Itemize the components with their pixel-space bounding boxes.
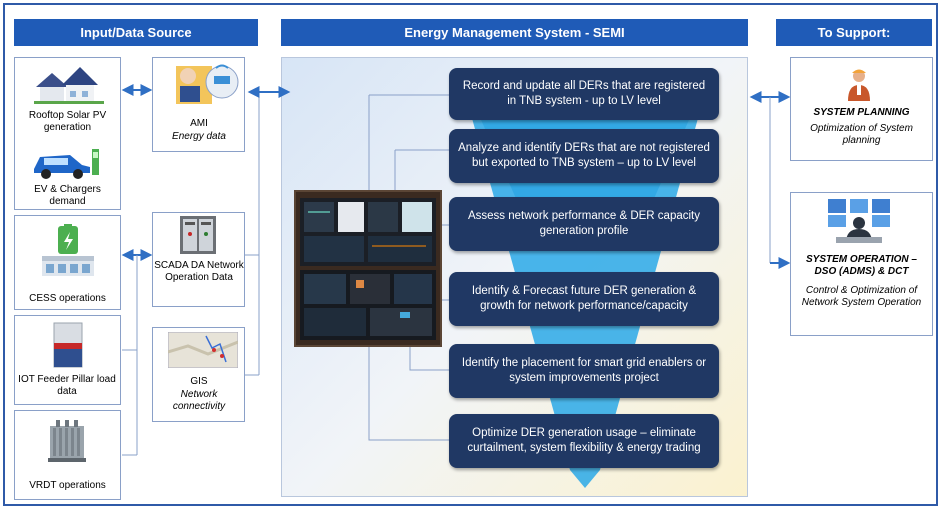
planning-title: SYSTEM PLANNING (813, 107, 910, 118)
ami-title: AMI (190, 118, 208, 129)
operation-subtitle: Control & Optimization of Network System… (801, 285, 922, 308)
outer-frame (3, 3, 938, 506)
ami-meter-icon (172, 60, 242, 108)
solar-label: Rooftop Solar PV generation (28, 110, 107, 133)
planning-subtitle: Optimization of System planning (810, 123, 913, 146)
step-optimize-der: Optimize DER generation usage – eliminat… (449, 414, 719, 468)
gis-subtitle: Network connectivity (172, 389, 226, 412)
support-operation (790, 192, 933, 336)
step-forecast-der: Identify & Forecast future DER generatio… (449, 272, 719, 326)
ev-label: EV & Chargers demand (34, 184, 101, 207)
control-room-screens-image (294, 190, 442, 347)
scada-panel-icon (180, 216, 216, 254)
step-placement-smart-grid: Identify the placement for smart grid en… (449, 344, 719, 398)
header-support: To Support: (776, 19, 932, 46)
ev-car-icon (30, 145, 100, 180)
vrdt-label: VRDT operations (29, 480, 106, 491)
cess-label: CESS operations (29, 293, 106, 304)
scada-label: SCADA DA Network Operation Data (154, 260, 244, 283)
operator-monitors-icon (826, 197, 892, 245)
step-record-ders: Record and update all DERs that are regi… (449, 68, 719, 120)
transformer-icon (42, 418, 92, 464)
cess-battery-icon (38, 224, 98, 282)
ami-subtitle: Energy data (172, 131, 226, 142)
step-assess-network: Assess network performance & DER capacit… (449, 197, 719, 251)
solar-houses-icon (34, 63, 104, 105)
header-ems: Energy Management System - SEMI (281, 19, 748, 46)
iot-label: IOT Feeder Pillar load data (18, 374, 116, 397)
feeder-pillar-icon (52, 321, 84, 369)
gis-title: GIS (190, 376, 208, 387)
operation-title: SYSTEM OPERATION – DSO (ADMS) & DCT (806, 254, 917, 277)
step-analyze-ders: Analyze and identify DERs that are not r… (449, 129, 719, 183)
planner-person-icon (846, 67, 872, 101)
gis-map-icon (167, 331, 239, 369)
header-input-source: Input/Data Source (14, 19, 258, 46)
